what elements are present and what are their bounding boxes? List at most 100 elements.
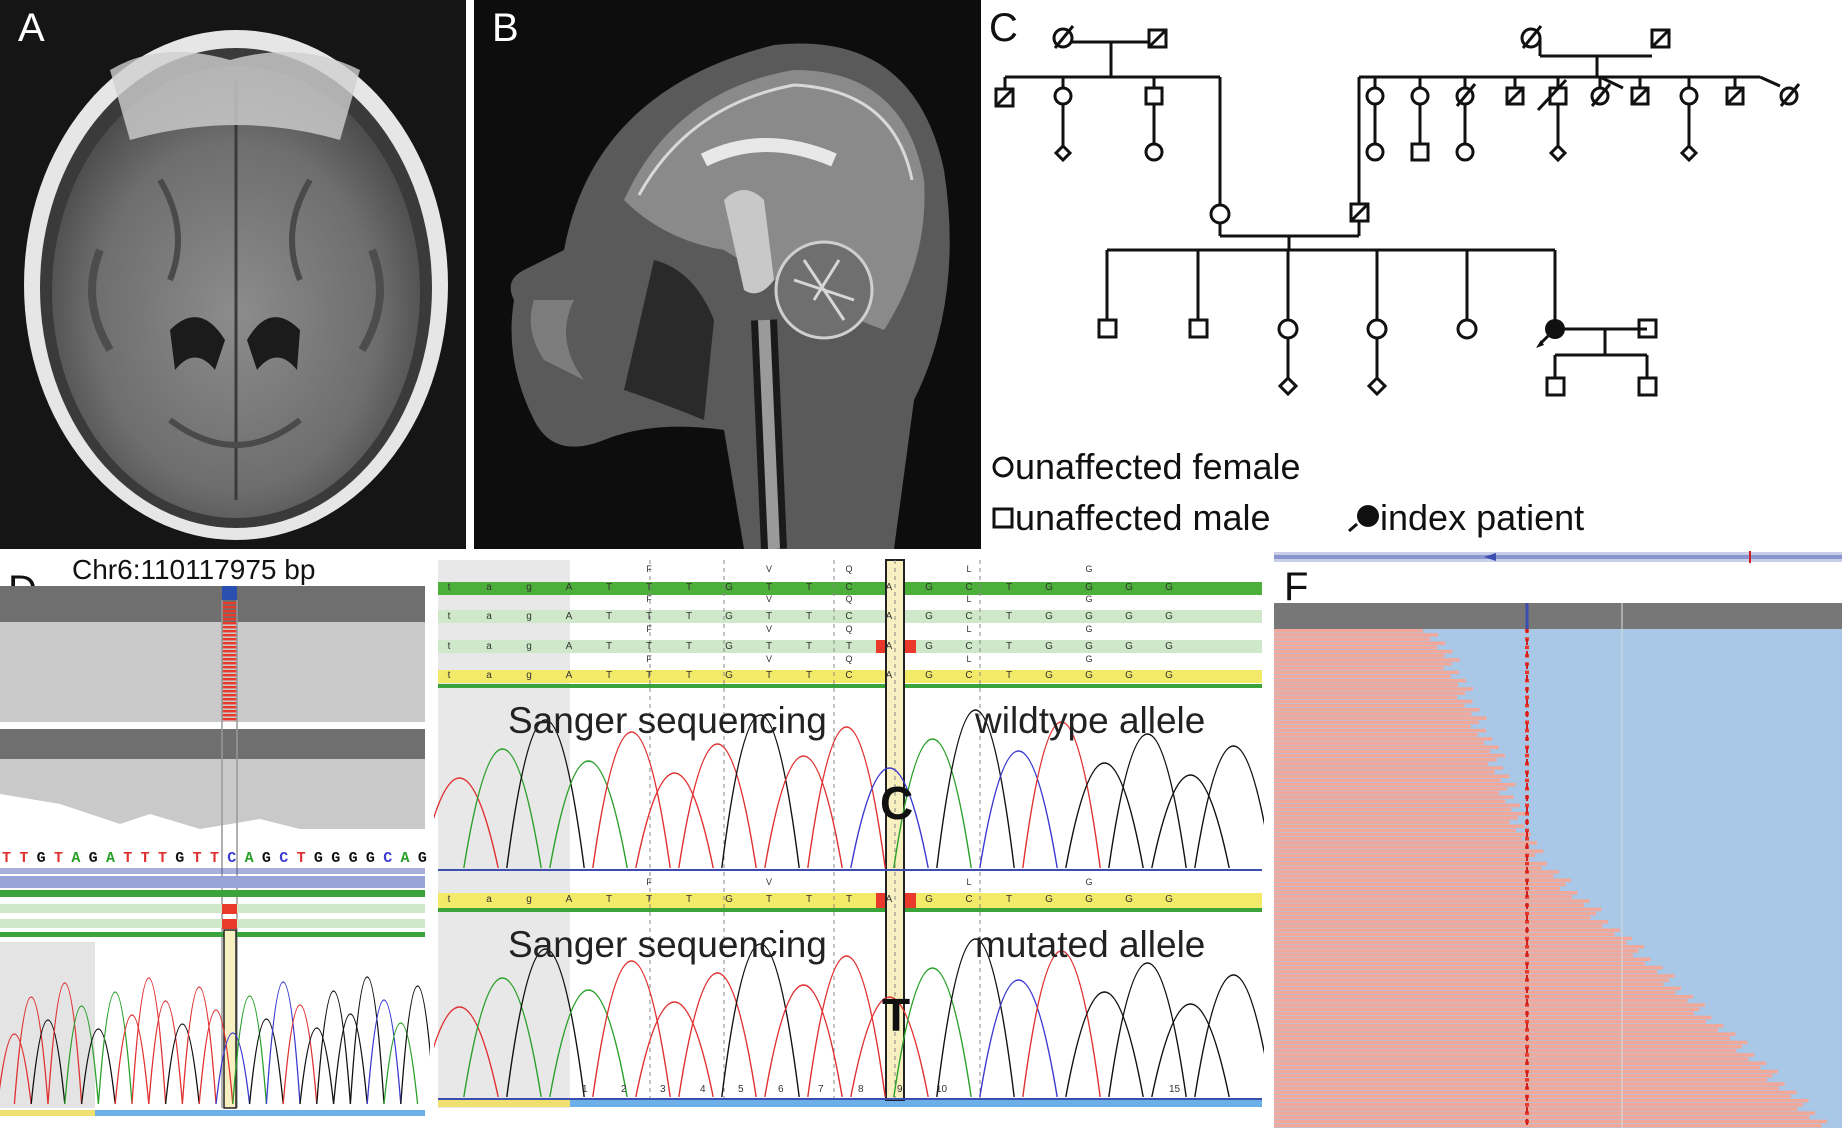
- trace-peak: [0, 1033, 32, 1105]
- reverse-read: [1522, 836, 1842, 841]
- forward-read: [1274, 782, 1516, 787]
- reverse-read: [1718, 1028, 1842, 1032]
- legend-female-label: unaffected female: [1015, 446, 1301, 487]
- male-symbol-icon: [992, 507, 1014, 529]
- reverse-read: [1748, 1057, 1842, 1061]
- forward-read: [1274, 969, 1657, 974]
- forward-read: [1274, 1098, 1809, 1103]
- forward-read: [1274, 732, 1478, 737]
- reference-base: A: [71, 850, 81, 867]
- forward-read: [1274, 915, 1591, 920]
- legend-male: unaffected male: [991, 497, 1271, 539]
- variant-base-mark: [1525, 936, 1529, 941]
- legend-index-label: index patient: [1380, 497, 1585, 538]
- variant-base-mark: [1525, 1028, 1529, 1032]
- index-patient-symbol-icon: [1348, 505, 1379, 533]
- variant-base-mark: [1525, 811, 1529, 816]
- reverse-read: [1458, 683, 1842, 687]
- amino-acid-label: F: [646, 624, 652, 634]
- amino-acid-label: F: [646, 654, 652, 664]
- sequence-base: C: [845, 670, 853, 681]
- sequence-base: T: [605, 670, 613, 681]
- amino-acid-label: L: [966, 877, 972, 887]
- trace-peak: [30, 1019, 66, 1105]
- reverse-read: [1537, 841, 1842, 845]
- sequence-base: A: [565, 611, 573, 622]
- sequence-base: G: [725, 582, 733, 593]
- reverse-read: [1438, 633, 1842, 637]
- forward-read: [1274, 882, 1566, 887]
- sequence-base: g: [526, 641, 532, 652]
- variant-base-mark: [1525, 1111, 1529, 1115]
- trace-peak: [97, 991, 133, 1105]
- forward-read: [1274, 1011, 1694, 1016]
- forward-read: [1274, 1119, 1827, 1124]
- reverse-read: [1809, 1115, 1842, 1120]
- title-top-left: Sanger sequencing: [508, 700, 827, 741]
- chromatogram-peak: [764, 984, 843, 1098]
- sequence-base: T: [1005, 611, 1013, 622]
- reverse-read: [1498, 745, 1842, 749]
- reference-base: G: [36, 850, 46, 867]
- forward-read: [1274, 720, 1479, 725]
- reverse-read: [1747, 1040, 1842, 1045]
- mismatch-read-mark: [222, 638, 237, 641]
- sequence-base: C: [965, 894, 973, 905]
- forward-read: [1274, 653, 1445, 658]
- variant-base-mark: [1525, 645, 1529, 650]
- reverse-read: [1505, 799, 1842, 804]
- reference-base: G: [261, 850, 271, 867]
- reverse-read: [1541, 866, 1842, 870]
- variant-base-mark: [1525, 1019, 1529, 1024]
- sequence-base: A: [565, 894, 573, 905]
- forward-read: [1274, 903, 1584, 908]
- sequence-base: G: [1045, 611, 1053, 622]
- chromatogram-peak: [721, 943, 800, 1098]
- sequence-base: T: [645, 894, 653, 905]
- reverse-read: [1528, 845, 1842, 849]
- sequence-base: G: [1165, 582, 1173, 593]
- title-top-right: wildtype allele: [975, 700, 1206, 741]
- sequence-base: G: [925, 582, 933, 593]
- reverse-read: [1501, 778, 1842, 783]
- forward-read: [1274, 678, 1466, 683]
- chromatogram-peak: [893, 967, 972, 1098]
- reverse-read: [1632, 936, 1842, 941]
- sequence-base: g: [526, 582, 532, 593]
- amino-acid-label: V: [765, 564, 772, 574]
- reverse-read: [1596, 911, 1842, 916]
- mismatch-read-mark: [222, 718, 237, 721]
- reverse-read: [1543, 849, 1842, 853]
- sequence-base: C: [845, 582, 853, 593]
- axial-brain-image: [24, 30, 448, 540]
- variant-base-mark: [1525, 753, 1529, 758]
- sequence-base: G: [925, 611, 933, 622]
- sequence-base: T: [765, 611, 773, 622]
- reverse-read: [1657, 969, 1842, 974]
- panel-a-axial-mri: A: [0, 0, 466, 549]
- sequence-base: a: [486, 611, 492, 622]
- reverse-read: [1513, 795, 1842, 799]
- reverse-read: [1808, 1098, 1842, 1103]
- sequence-base: T: [1005, 670, 1013, 681]
- reverse-read: [1644, 945, 1842, 949]
- forward-read: [1274, 1007, 1700, 1011]
- sequence-base: T: [765, 582, 773, 593]
- position-tick-label: 5: [738, 1084, 744, 1095]
- reverse-read: [1444, 653, 1842, 658]
- forward-read: [1274, 1048, 1737, 1053]
- amino-acid-label: Q: [845, 594, 853, 604]
- sequence-base: T: [845, 641, 853, 652]
- reference-base: T: [53, 850, 63, 867]
- reverse-read: [1723, 1024, 1842, 1028]
- chromatogram-peak: [1065, 991, 1144, 1098]
- forward-read: [1274, 1040, 1748, 1045]
- mismatch-read-mark: [222, 610, 237, 613]
- chromatogram-peak: [764, 755, 843, 869]
- mismatch-read-mark: [222, 674, 237, 677]
- mismatch-read-mark: [222, 702, 237, 705]
- sequence-base: A: [885, 641, 893, 652]
- forward-read: [1274, 703, 1465, 708]
- forward-read: [1274, 974, 1675, 978]
- forward-read: [1274, 799, 1506, 804]
